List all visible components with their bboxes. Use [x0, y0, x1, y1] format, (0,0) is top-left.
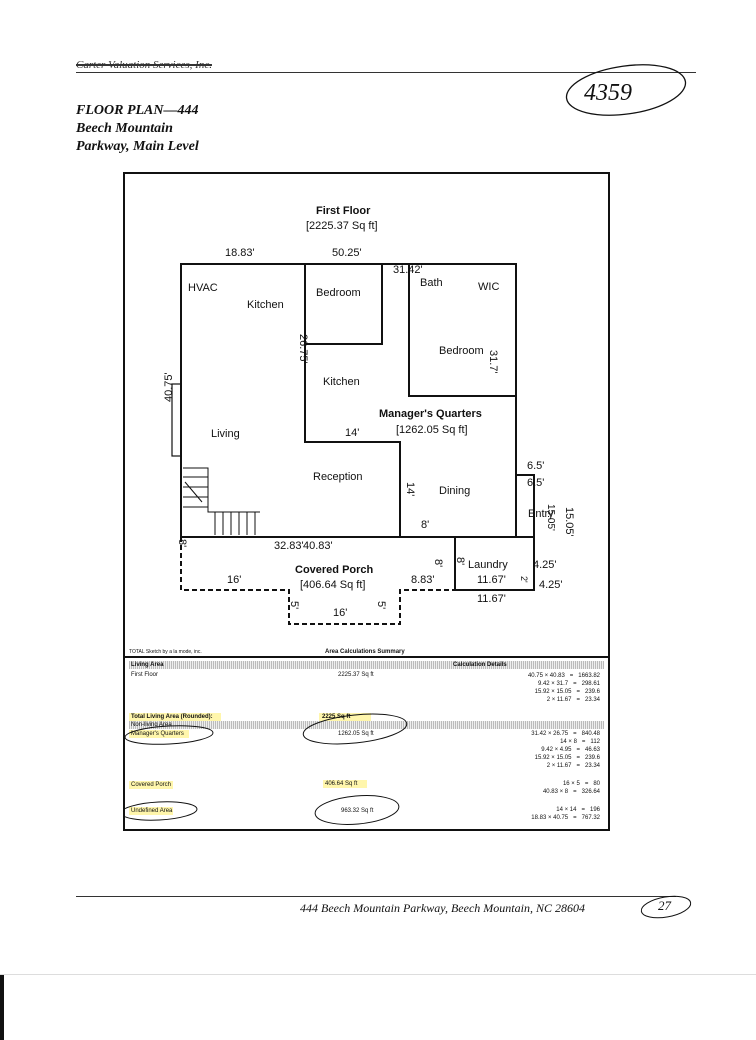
handwritten-stamp: 4359	[565, 64, 687, 116]
dim-11-67-b: 11.67'	[477, 593, 506, 605]
dim-8-c: 8'	[432, 559, 444, 568]
dim-31-42: 31.42'	[393, 264, 423, 276]
dim-32-83: 32.83'	[274, 540, 304, 552]
dim-18-83: 18.83'	[225, 247, 255, 259]
label-kitchen-1: Kitchen	[247, 299, 284, 311]
page-number-text: 27	[658, 898, 671, 913]
undefined-label: Undefined Area	[131, 808, 173, 814]
summary-heading: Area Calculations Summary	[325, 649, 405, 655]
scan-edge	[0, 974, 756, 975]
bedroom-2-box	[408, 264, 516, 397]
floor-area: [2225.37 Sq ft]	[306, 220, 378, 232]
total-living-label: Total Living Area (Rounded):	[131, 714, 213, 720]
managers-calc: 31.42 × 26.75 = 840.48 14 × 8 = 112 9.42…	[531, 731, 600, 769]
label-entry: Entry	[528, 508, 554, 520]
non-living-label: Non-living Area	[131, 722, 172, 728]
total-living-value: 2225 Sq ft	[322, 714, 351, 720]
bedroom-1-wall	[304, 264, 401, 537]
managers-area: [1262.05 Sq ft]	[396, 424, 468, 436]
dim-50-25: 50.25'	[332, 247, 362, 259]
dim-31-7: 31.7'	[487, 350, 499, 374]
calc-details-label: Calculation Details	[453, 662, 507, 668]
floor-title: First Floor	[316, 205, 371, 217]
dim-15-05: 15.05'	[563, 507, 575, 537]
dim-14-a: 14'	[345, 427, 360, 439]
undefined-calc: 14 × 14 = 196 18.83 × 40.75 = 767.32	[531, 807, 600, 821]
dim-14-b: 14'	[404, 482, 416, 497]
porch-calc: 16 × 5 = 80 40.83 × 8 = 326.64	[542, 781, 600, 795]
label-managers-quarters: Manager's Quarters	[379, 408, 482, 420]
dim-2: 2'	[519, 576, 529, 583]
dim-6-5-b: 6.5'	[527, 477, 545, 489]
label-bedroom-1: Bedroom	[316, 287, 361, 299]
sketch-credit: TOTAL Sketch by a la mode, inc.	[129, 649, 202, 655]
label-kitchen-2: Kitchen	[323, 376, 360, 388]
footer-rule	[76, 896, 676, 897]
dim-16-a: 16'	[227, 574, 242, 586]
dim-40-75: 40.75'	[163, 372, 175, 402]
highlight-total	[129, 713, 221, 721]
bedroom-1-box	[305, 264, 383, 345]
porch-label: Covered Porch	[131, 782, 172, 788]
label-wic: WIC	[478, 281, 500, 293]
page-number-circle	[640, 895, 692, 919]
header-band	[129, 661, 604, 669]
living-area-label: Living Area	[131, 662, 164, 668]
title-line-2: Beech Mountain	[76, 121, 173, 136]
porch-outline	[180, 537, 455, 625]
floor-plan-drawing	[171, 263, 535, 625]
dim-11-67-a: 11.67'	[477, 574, 506, 586]
stairs	[183, 467, 260, 535]
floor-plan-frame: First Floor [2225.37 Sq ft] 18.83' 50.25…	[123, 172, 610, 658]
dim-16-b: 16'	[333, 607, 348, 619]
highlight-porch	[129, 781, 173, 789]
highlight-porch-val	[323, 780, 367, 788]
label-hvac: HVAC	[188, 282, 218, 294]
porch-value: 406.64 Sq ft	[325, 781, 358, 787]
label-covered-porch: Covered Porch	[295, 564, 374, 576]
dim-4-25-b: 4.25'	[539, 579, 563, 591]
building-outline	[180, 263, 535, 591]
dim-8-d: 8'	[454, 557, 466, 566]
label-living: Living	[211, 428, 240, 440]
footer-address: 444 Beech Mountain Parkway, Beech Mounta…	[300, 901, 585, 915]
label-reception: Reception	[313, 471, 363, 483]
undefined-value: 963.32 Sq ft	[341, 808, 374, 814]
dim-8-b: 8'	[176, 539, 188, 548]
dim-8-83: 8.83'	[411, 574, 435, 586]
first-floor-value: 2225.37 Sq ft	[338, 672, 374, 678]
dim-8-a: 8'	[421, 519, 430, 531]
dim-5-b: 5'	[375, 601, 387, 610]
managers-label: Manager's Quarters	[131, 731, 184, 737]
label-bath: Bath	[420, 277, 443, 289]
page-number: 27	[640, 895, 692, 919]
dim-5-a: 5'	[288, 601, 300, 610]
managers-value: 1262.05 Sq ft	[338, 731, 374, 737]
scan-border	[0, 975, 4, 1040]
area-summary-table: Living Area Calculation Details First Fl…	[123, 658, 610, 831]
header-rule	[76, 72, 696, 73]
porch-area: [406.64 Sq ft]	[300, 579, 366, 591]
label-dining: Dining	[439, 485, 471, 497]
stamp-number: 4359	[584, 80, 632, 106]
first-floor-label: First Floor	[131, 672, 158, 678]
label-bedroom-2: Bedroom	[439, 345, 484, 357]
title-line-1: FLOOR PLAN—444	[76, 103, 199, 118]
non-living-band	[129, 721, 604, 729]
page-title: FLOOR PLAN—444 Beech Mountain Parkway, M…	[76, 102, 199, 156]
first-floor-calc: 40.75 × 40.83 = 1663.82 9.42 × 31.7 = 29…	[527, 673, 600, 703]
dim-6-5-a: 6.5'	[527, 460, 545, 472]
title-line-3: Parkway, Main Level	[76, 139, 199, 154]
label-laundry: Laundry	[468, 559, 508, 571]
dim-40-83: 40.83'	[303, 540, 333, 552]
dim-4-25-a: 4.25'	[533, 559, 557, 571]
fireplace	[171, 383, 182, 457]
stamp-circle	[565, 64, 687, 116]
dim-26-75: 26.75'	[297, 334, 309, 364]
dim-15-05-inner: 15.05'	[545, 504, 556, 531]
company-name: Carter Valuation Services, Inc.	[76, 59, 212, 71]
